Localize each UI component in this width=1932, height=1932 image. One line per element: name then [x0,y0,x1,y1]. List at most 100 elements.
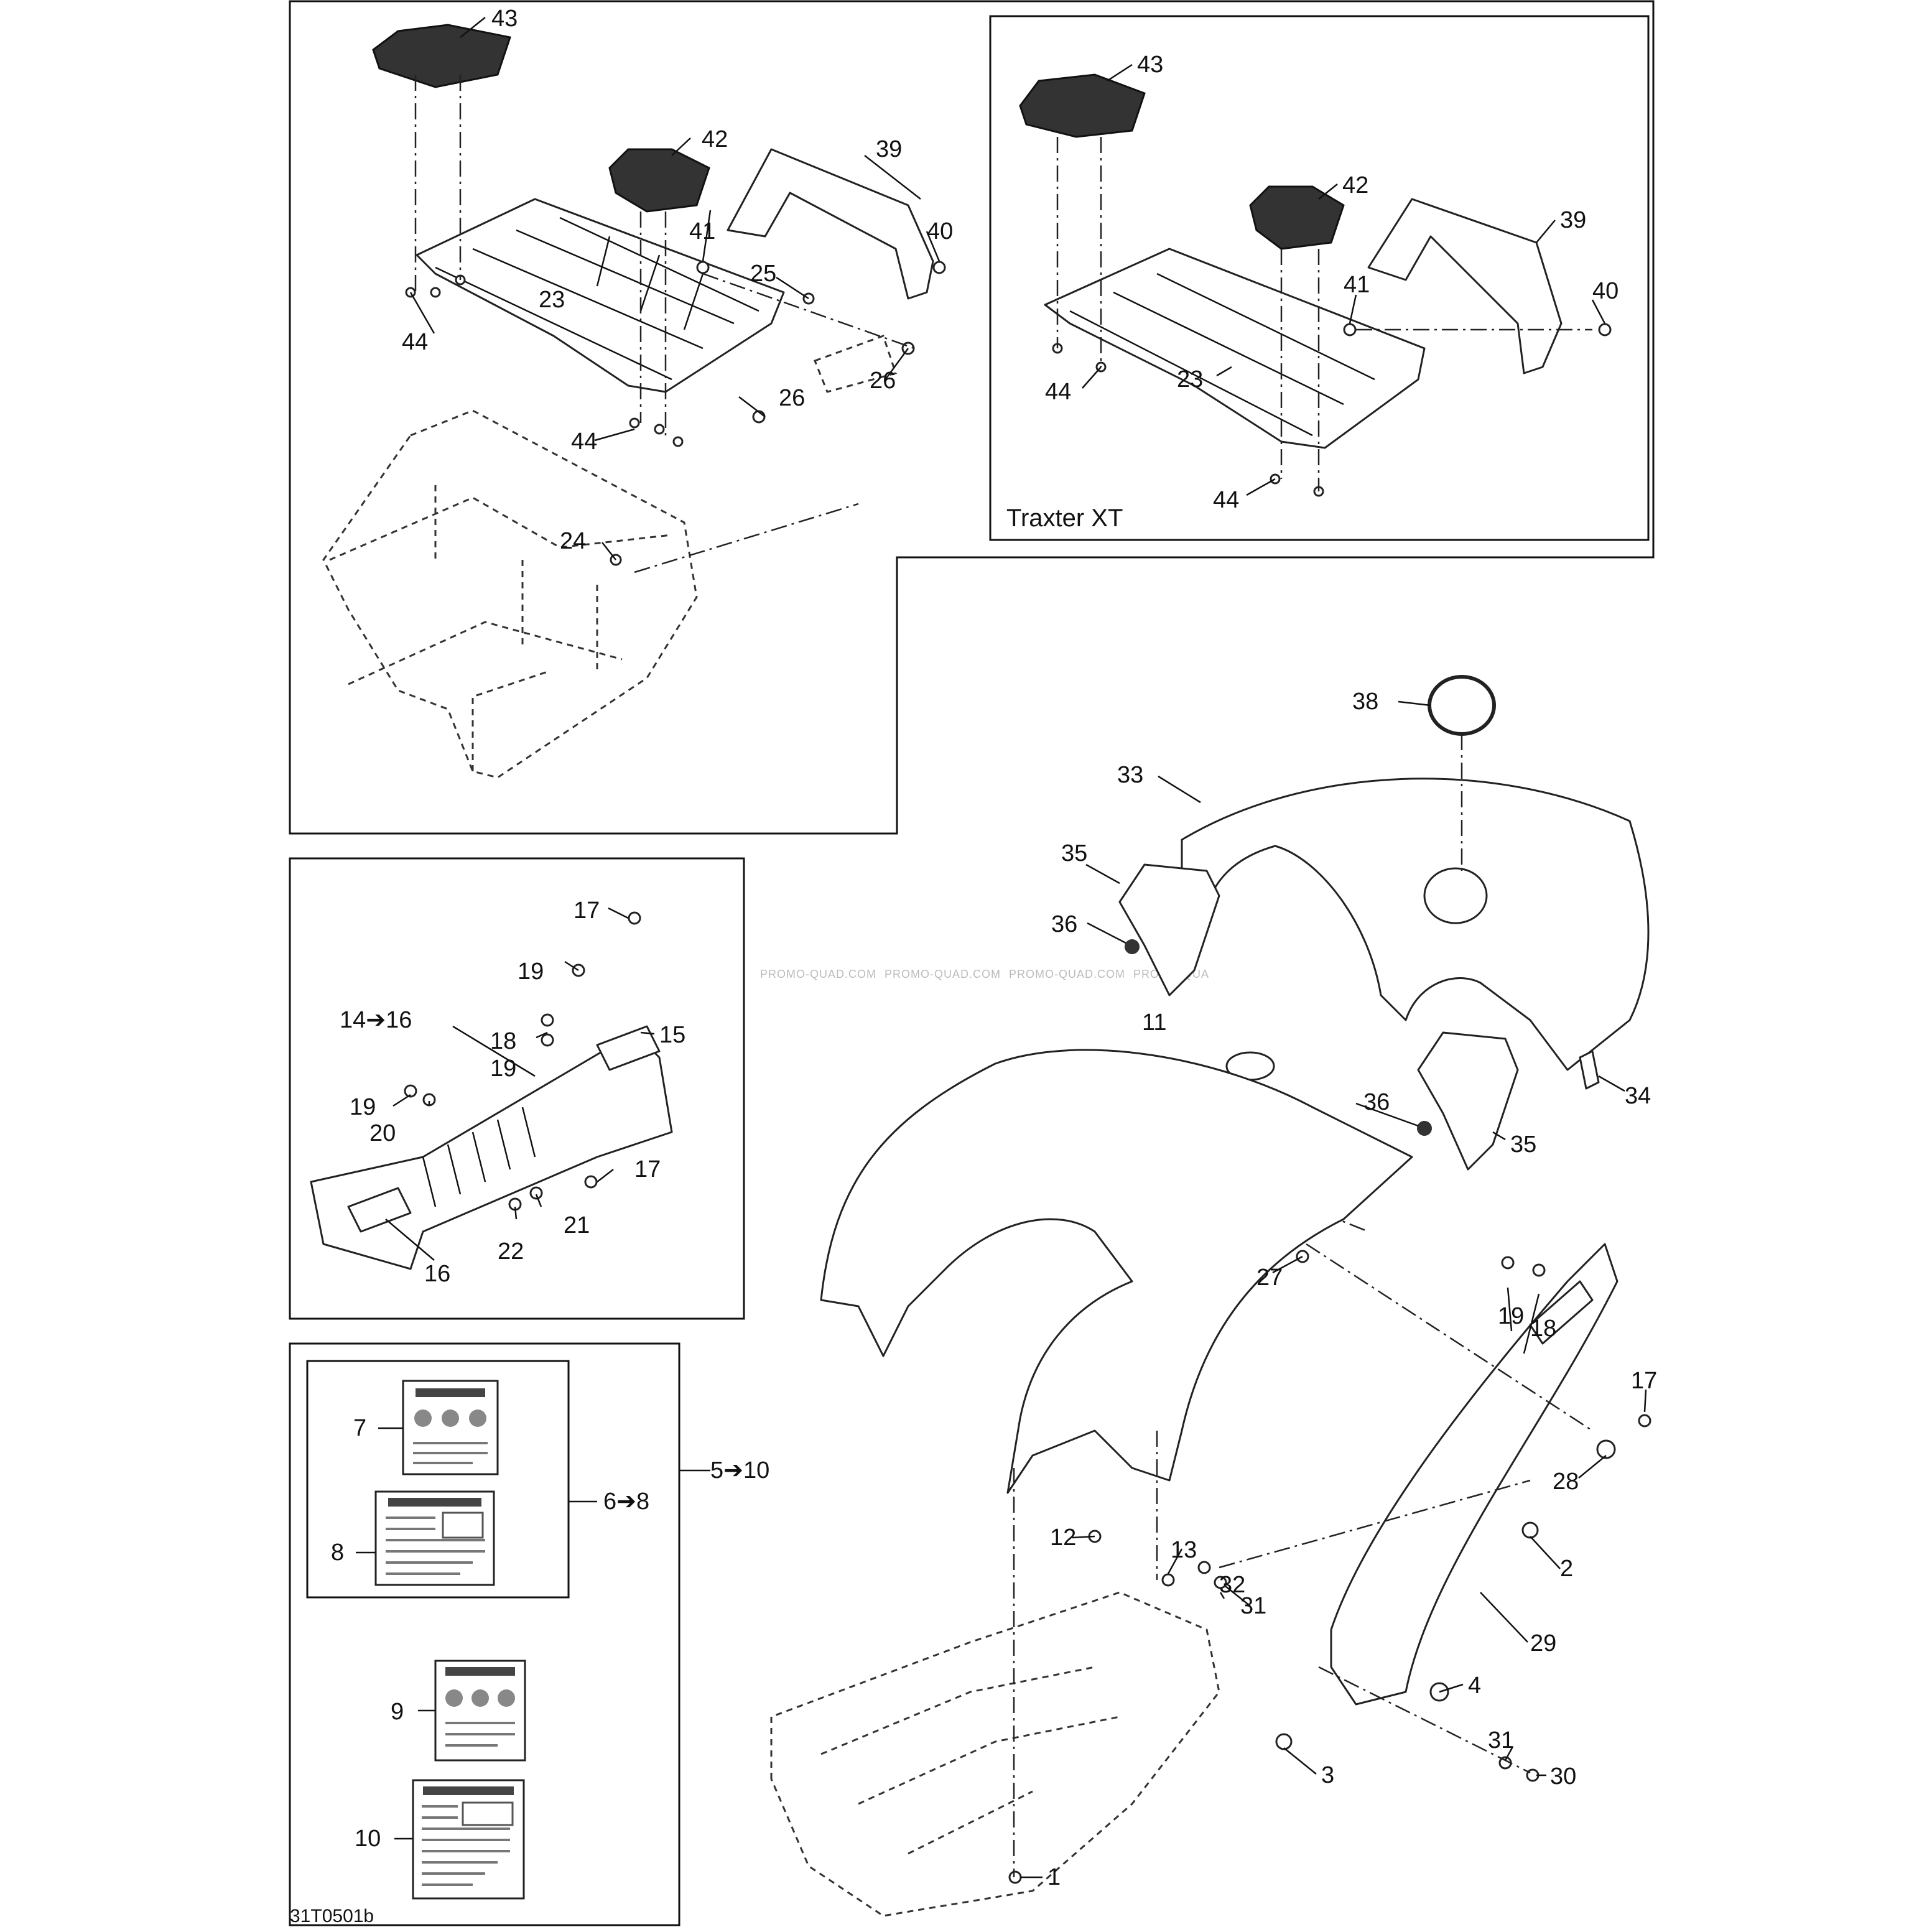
strip-34 [1579,1050,1600,1090]
callout-44d: 44 [1213,487,1239,513]
watermark-1: PROMO-QUAD.COM [760,968,876,980]
callout-39a: 39 [876,136,902,162]
watermark-3: PROMO-QUAD.COM [1009,968,1125,980]
callout-33: 33 [1117,762,1143,788]
callout-31b: 31 [1488,1727,1514,1753]
rack-panel-frame [289,0,1655,835]
callout-17c: 17 [1631,1368,1657,1394]
bumper-grille [422,1107,536,1207]
callout-38: 38 [1352,689,1378,715]
rear-bumper-assembly [310,907,673,1270]
passenger-pad-42 [608,148,710,213]
washer-36b [1417,1121,1432,1136]
reflector-15 [596,1025,661,1071]
rear-side-panel-29 [1330,1243,1619,1706]
side-cover-35b [1417,1031,1519,1171]
main-axes [1013,1243,1593,1877]
xt-grab-bar [1367,198,1563,374]
callout-29: 29 [1530,1630,1556,1656]
bumper-fasteners [404,911,641,1211]
callout-41a: 41 [689,218,715,244]
callout-44a: 44 [402,329,428,355]
callout-11: 11 [1142,1010,1166,1036]
callout-19a: 19 [518,959,544,985]
leaders-top-left [409,17,940,560]
callout-7: 7 [353,1415,366,1441]
xt-passenger-pad-42 [1249,185,1345,250]
rear-rack-assembly [322,24,946,779]
callout-31a: 31 [1240,1593,1266,1619]
grab-bar [727,148,934,300]
callout-5-10: 5➔10 [710,1457,769,1484]
callout-36b: 36 [1363,1089,1390,1115]
traxter-xt-rack-assembly [1019,63,1612,497]
main-leaders [1020,1255,1647,1879]
callout-3: 3 [1321,1762,1334,1788]
bumper-leaders [385,907,655,1261]
side-cover-35a [1118,863,1220,996]
xt-rack-slats [1069,272,1375,437]
callout-19b: 19 [490,1056,516,1082]
callout-9: 9 [391,1699,404,1725]
callout-30: 30 [1550,1763,1576,1790]
main-fasteners [1008,1250,1651,1884]
upper-rear-fender-33 [1181,778,1650,1071]
label-card-10 [412,1779,525,1900]
callout-21: 21 [564,1212,590,1238]
main-fender-assembly [770,1049,1651,1917]
fender-leaders [1085,700,1625,1141]
callout-1: 1 [1047,1864,1061,1890]
fuel-cap-ring-38 [1428,675,1496,736]
callout-40a: 40 [927,218,953,244]
callout-4: 4 [1468,1673,1481,1699]
callout-42a: 42 [702,126,728,152]
fuel-cap-opening [1423,867,1488,924]
callout-8: 8 [331,1540,344,1566]
label-card-9 [434,1660,526,1762]
xt-passenger-pad-43 [1019,73,1146,138]
callout-16: 16 [424,1261,450,1287]
callout-14-16: 14➔16 [340,1007,412,1033]
callout-26b: 26 [779,385,805,411]
passenger-pad-43 [372,24,511,88]
callout-36a: 36 [1051,911,1077,937]
callout-19c: 19 [350,1094,376,1120]
callout-25: 25 [750,261,776,287]
callout-44c: 44 [1045,379,1071,405]
bumper-panel-frame [289,857,745,1320]
callout-10: 10 [355,1826,381,1852]
callout-12: 12 [1050,1525,1076,1551]
reflector-16 [347,1187,412,1233]
diagram-code: 31T0501b [290,1906,374,1926]
callout-15: 15 [659,1022,685,1048]
callout-35b: 35 [1510,1131,1536,1158]
callout-42b: 42 [1342,172,1368,198]
traxter-xt-inset-frame [989,15,1650,541]
callout-40b: 40 [1592,278,1619,304]
callout-35a: 35 [1061,840,1087,866]
vehicle-frame [322,409,698,779]
callout-26a: 26 [870,368,896,394]
labels-panel-frame [289,1342,680,1926]
reflector-strip [1529,1280,1594,1345]
callout-28: 28 [1553,1469,1579,1495]
callout-6-8: 6➔8 [603,1488,649,1515]
callout-34: 34 [1625,1083,1651,1109]
callout-17a: 17 [574,898,600,924]
callout-19d: 19 [1498,1303,1524,1329]
label-leaders [356,1427,710,1840]
callout-18b: 18 [1530,1316,1556,1342]
callout-22: 22 [498,1238,524,1265]
xt-axes [1056,137,1592,491]
rear-fender-body [820,1049,1413,1494]
callout-27: 27 [1256,1265,1283,1291]
warning-labels [356,1380,710,1900]
callout-2: 2 [1560,1556,1573,1582]
callout-20: 20 [369,1120,396,1146]
assembly-axes [414,75,915,574]
callout-23a: 23 [539,287,565,313]
rack-slats [435,216,759,381]
cargo-box-ghost [770,1591,1220,1917]
xt-leaders [1082,63,1606,496]
